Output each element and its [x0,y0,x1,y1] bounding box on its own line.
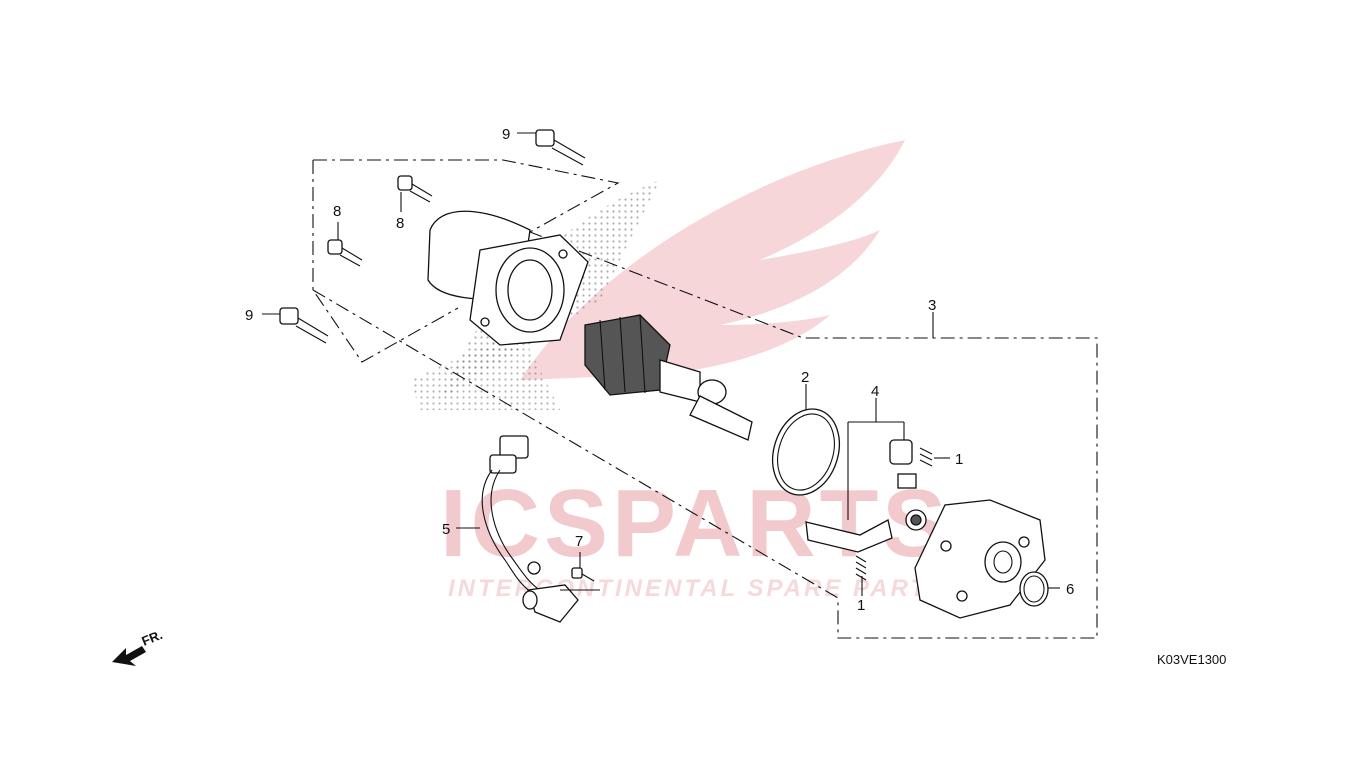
direction-label: FR. [140,627,165,649]
front-direction-arrow: FR. [112,627,165,666]
callout-8-left: 8 [333,203,341,220]
brush-holder [805,439,933,581]
callout-9-left: 9 [245,307,253,324]
callout-7: 7 [575,533,583,550]
end-cover [914,499,1046,619]
small-o-ring [1019,571,1049,607]
callouts: 9 8 8 9 3 2 4 1 1 5 7 6 [245,126,1074,614]
watermark-brand: ICSPARTS [440,470,950,577]
armature [584,314,753,441]
callout-4: 4 [871,383,879,400]
callout-1-upper: 1 [955,451,963,468]
callout-3: 3 [928,297,936,314]
screw-7 [571,567,595,582]
drawing-code: K03VE1300 [1157,652,1226,667]
callout-8-top: 8 [396,215,404,232]
bolt-8-top [397,175,433,203]
wire-harness [481,435,579,623]
callout-5: 5 [442,521,450,538]
starter-motor-housing [427,210,589,346]
bolt-9-top [535,129,586,166]
leader-lines [262,132,1060,596]
callout-9-top: 9 [502,126,510,143]
bolt-9-left [279,307,329,344]
callout-2: 2 [801,369,809,386]
bolt-8-left [327,239,363,267]
assembly-3-boundary [312,159,1098,639]
callout-6: 6 [1066,581,1074,598]
o-ring [772,408,840,496]
callout-1-lower: 1 [857,597,865,614]
